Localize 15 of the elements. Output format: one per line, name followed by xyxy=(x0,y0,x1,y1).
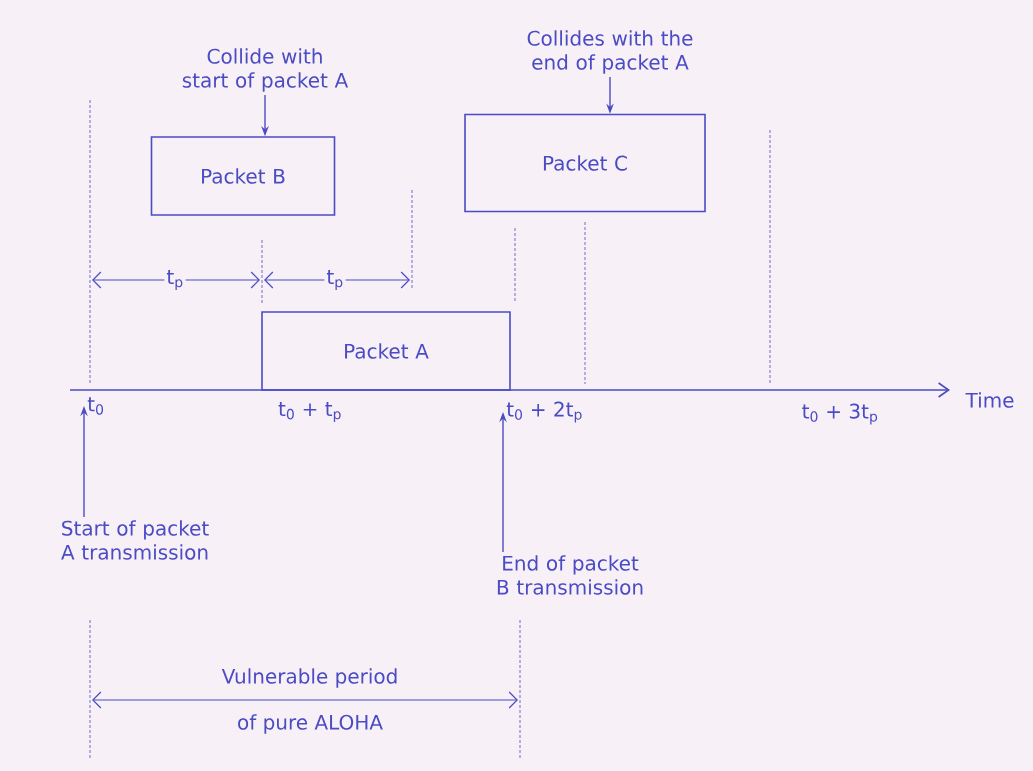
annotation-text: Collide with start of packet A xyxy=(182,48,349,92)
tick-label: t$_{0}$ xyxy=(87,397,104,415)
dimension-label: t$_{p}$ xyxy=(164,267,186,293)
packet-box: Packet A xyxy=(261,311,511,391)
annotation-text: Collides with the end of packet A xyxy=(527,30,693,74)
annotation-text: End of packet B transmission xyxy=(497,555,643,595)
annotation-text: Start of packet A transmission xyxy=(61,520,209,560)
dimension-label: t$_{p}$ xyxy=(324,267,346,293)
tick-label: t$_{0}$ + 3t$_{p}$ xyxy=(802,403,878,425)
packet-box: Packet C xyxy=(464,113,706,213)
tick-label: t$_{0}$ + 2t$_{p}$ xyxy=(506,401,582,423)
packet-box: Packet B xyxy=(150,136,336,216)
axis-label: Time xyxy=(965,392,1014,408)
period-label: of pure ALOHA xyxy=(238,714,383,734)
period-label: Vulnerable period xyxy=(221,668,397,688)
